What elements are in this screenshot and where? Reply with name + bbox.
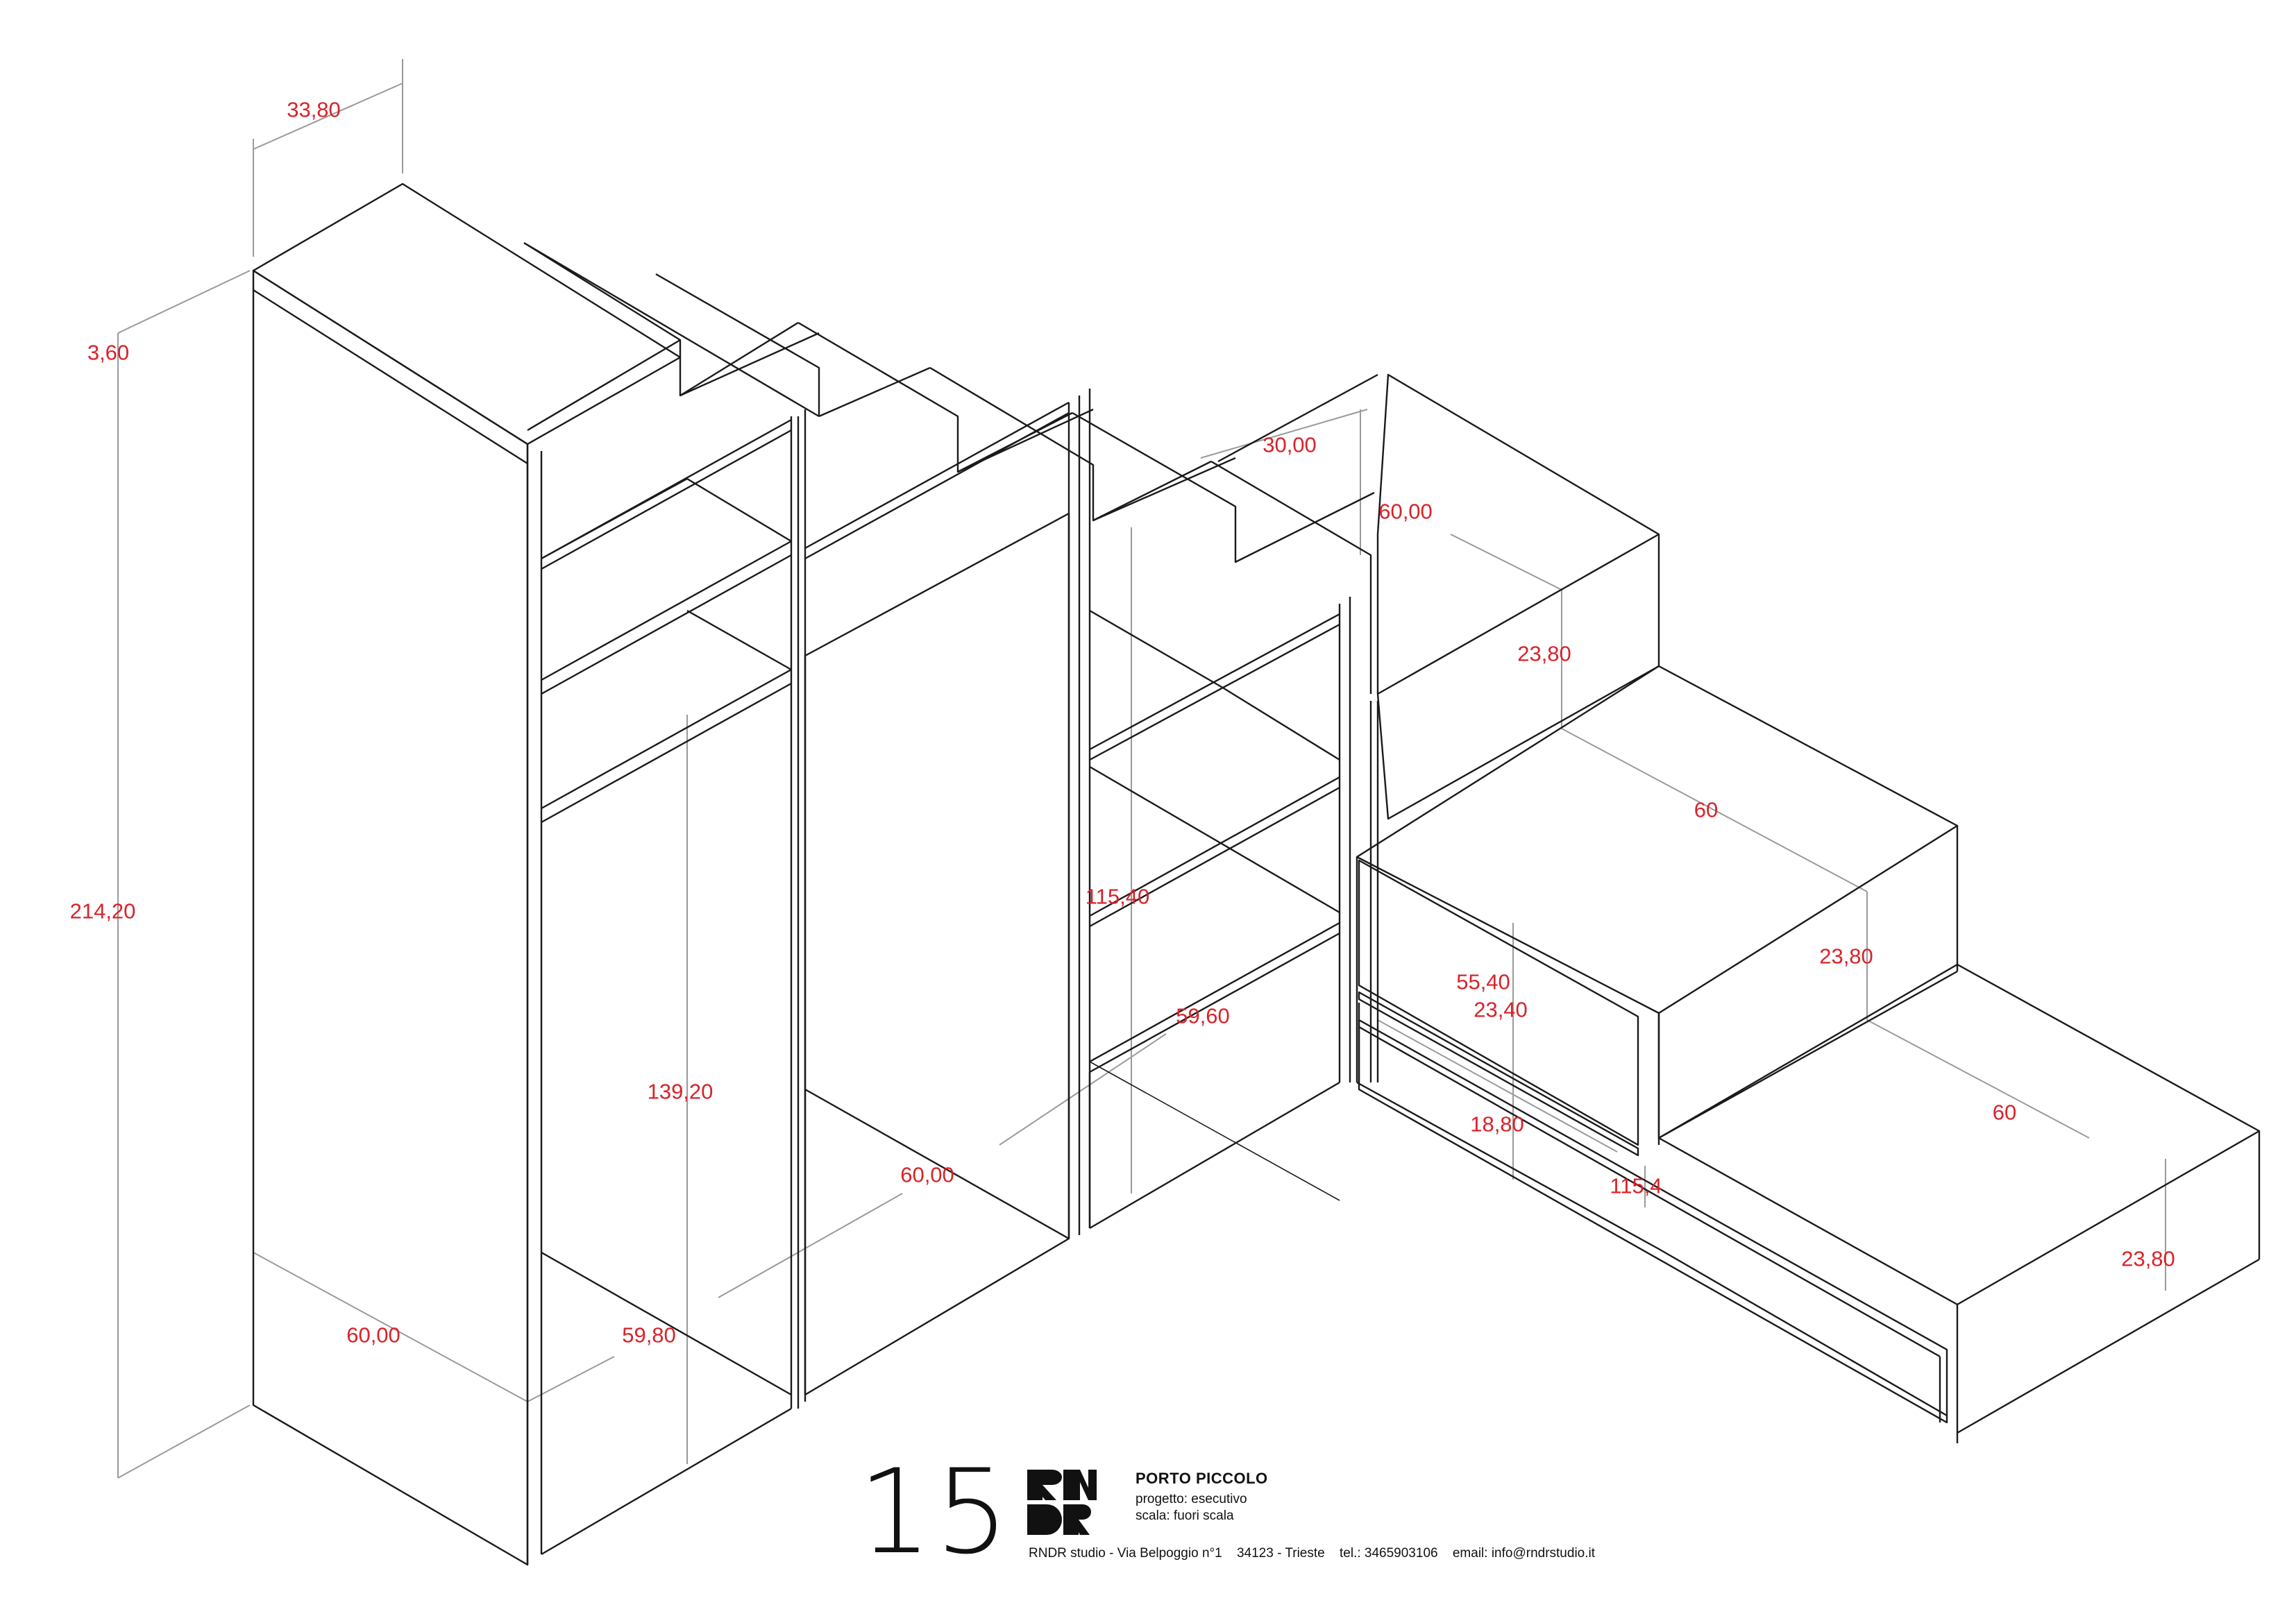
- studio-address: RNDR studio - Via Belpoggio n°1: [1029, 1546, 1222, 1561]
- dim-lower-step-height: 23,80: [2121, 1246, 2175, 1271]
- sheet-number: 15: [858, 1444, 1012, 1580]
- project-scale: scala: fuori scala: [1136, 1509, 1234, 1523]
- studio-city: 34123 - Trieste: [1236, 1546, 1325, 1561]
- dim-hanging-height: 139,20: [647, 1079, 714, 1104]
- dim-drawer-height: 23,40: [1474, 997, 1528, 1022]
- dim-overall-depth: 33,80: [287, 97, 341, 122]
- project-info: PORTO PICCOLO progetto: esecutivo scala:…: [1136, 1470, 1268, 1524]
- dim-middle-bottom-depth: 60,00: [900, 1162, 954, 1187]
- dimension-lines: [117, 59, 2166, 1479]
- dim-right-unit-width: 59,60: [1176, 1003, 1230, 1028]
- dim-step-depth: 30,00: [1263, 432, 1317, 457]
- dim-left-bottom-depth: 60,00: [346, 1323, 400, 1348]
- dim-overall-height: 214,20: [69, 899, 136, 924]
- rndr-logo: [1027, 1470, 1097, 1535]
- project-name: PORTO PICCOLO: [1136, 1470, 1268, 1487]
- studio-email: email: info@rndrstudio.it: [1452, 1546, 1596, 1561]
- dim-lower-step-width: 60: [1992, 1100, 2017, 1125]
- dim-middle-step-height: 23,80: [1819, 944, 1873, 969]
- furniture-outline: [252, 182, 2261, 1566]
- dim-middle-step-width: 60: [1694, 797, 1719, 822]
- dim-upper-step-height: 23,80: [1517, 641, 1571, 666]
- project-phase: progetto: esecutivo: [1136, 1492, 1247, 1506]
- dim-plinth-height: 18,80: [1470, 1112, 1524, 1137]
- studio-contact: RNDR studio - Via Belpoggio n°1 34123 - …: [1029, 1546, 1606, 1561]
- studio-phone: tel.: 3465903106: [1340, 1546, 1438, 1561]
- dim-step-width: 60,00: [1378, 499, 1433, 524]
- dim-left-bottom-width: 59,80: [622, 1323, 676, 1348]
- dim-top-thickness: 3,60: [87, 340, 130, 365]
- dim-base-length: 115,4: [1610, 1173, 1662, 1198]
- dim-right-unit-height: 115,40: [1085, 884, 1150, 909]
- dim-drawer-width: 55,40: [1456, 969, 1510, 994]
